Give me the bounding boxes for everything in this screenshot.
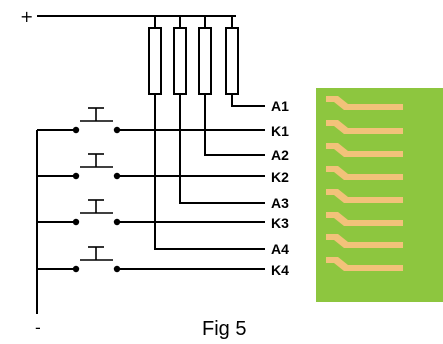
contact-pad-a2	[326, 143, 403, 157]
contact-pad-k2	[326, 166, 403, 180]
contact-pad-k3	[326, 212, 403, 226]
contact-pad-a4	[326, 234, 403, 248]
resistor-3	[173, 27, 187, 95]
switch-3	[37, 199, 265, 226]
figure-caption: Fig 5	[202, 318, 246, 340]
contact-pad-a1	[326, 96, 403, 110]
a1-wire	[231, 94, 265, 107]
switch-4	[37, 246, 265, 273]
resistor-1	[225, 27, 239, 95]
label-a3: A3	[271, 195, 289, 211]
resistor-4	[148, 27, 162, 95]
label-k4: K4	[271, 262, 289, 278]
a4-wire	[154, 94, 265, 250]
a3-wire	[179, 94, 265, 204]
label-k3: K3	[271, 215, 289, 231]
a2-wire	[204, 94, 265, 156]
contact-pads	[326, 96, 403, 271]
connector-board	[316, 88, 443, 302]
switch-1	[37, 107, 265, 134]
label-a2: A2	[271, 147, 289, 163]
label-a1: A1	[271, 98, 289, 114]
label-k2: K2	[271, 169, 289, 185]
contact-pad-k1	[326, 120, 403, 134]
minus-sign: -	[35, 318, 41, 337]
label-k1: K1	[271, 123, 289, 139]
resistor-2	[198, 27, 212, 95]
switch-2	[37, 153, 265, 180]
plus-sign: +	[20, 7, 33, 26]
resistor-bank	[148, 16, 239, 95]
a-lines	[154, 94, 265, 250]
label-a4: A4	[271, 241, 289, 257]
contact-pad-a3	[326, 189, 403, 203]
contact-pad-k4	[326, 257, 403, 271]
